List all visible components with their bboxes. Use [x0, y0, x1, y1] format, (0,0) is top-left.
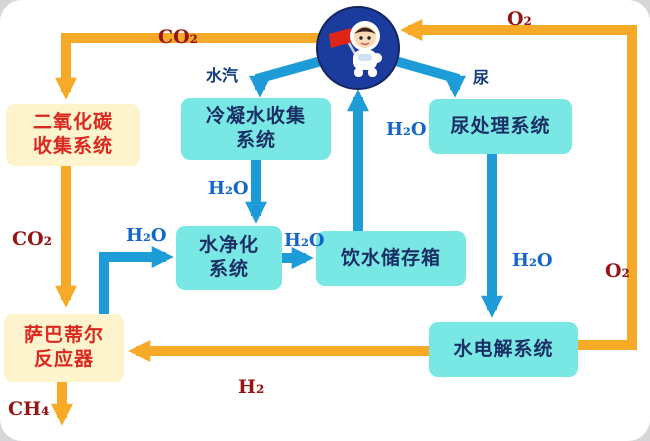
label-co2-left: CO₂ [12, 228, 52, 250]
box-water-electrolysis-system: 水电解系统 [429, 322, 578, 377]
arrow-h2o-sabatier-to-purification [99, 246, 174, 320]
label-h2o-condensate: H₂O [208, 178, 249, 199]
label-h2o-to-astronaut: H₂O [386, 119, 427, 140]
label-ch4: CH₄ [8, 398, 50, 420]
label-h2: H₂ [238, 376, 265, 398]
label-urine: 尿 [473, 68, 490, 87]
arrow-vapor-astronaut-to-condensate [249, 53, 334, 98]
arrow-o2-electrolysis-to-astronaut [400, 19, 637, 350]
box-drinking-water-tank: 饮水储存箱 [316, 231, 466, 286]
box-sabatier-reactor: 萨巴蒂尔 反应器 [4, 314, 124, 382]
box-urine-treatment-system: 尿处理系统 [429, 99, 572, 154]
box-condensate-collection-system: 冷凝水收集 系统 [181, 98, 331, 160]
label-h2o-urine: H₂O [512, 250, 553, 271]
astronaut-icon [316, 6, 400, 90]
arrow-urine-astronaut-to-treatment [383, 53, 466, 98]
astronaut-graphic [316, 6, 400, 90]
label-co2-top: CO₂ [158, 26, 198, 48]
box-co2-collection-system: 二氧化碳 收集系统 [6, 104, 140, 166]
label-h2o-purified: H₂O [284, 230, 325, 251]
label-o2-top: O₂ [507, 8, 532, 30]
box-water-purification-system: 水净化 系统 [176, 226, 282, 290]
label-h2o-sabatier: H₂O [126, 225, 167, 246]
label-water-vapor: 水汽 [206, 66, 239, 85]
arrow-co2-astronaut-to-collector [55, 33, 345, 100]
label-o2-right: O₂ [605, 260, 630, 282]
